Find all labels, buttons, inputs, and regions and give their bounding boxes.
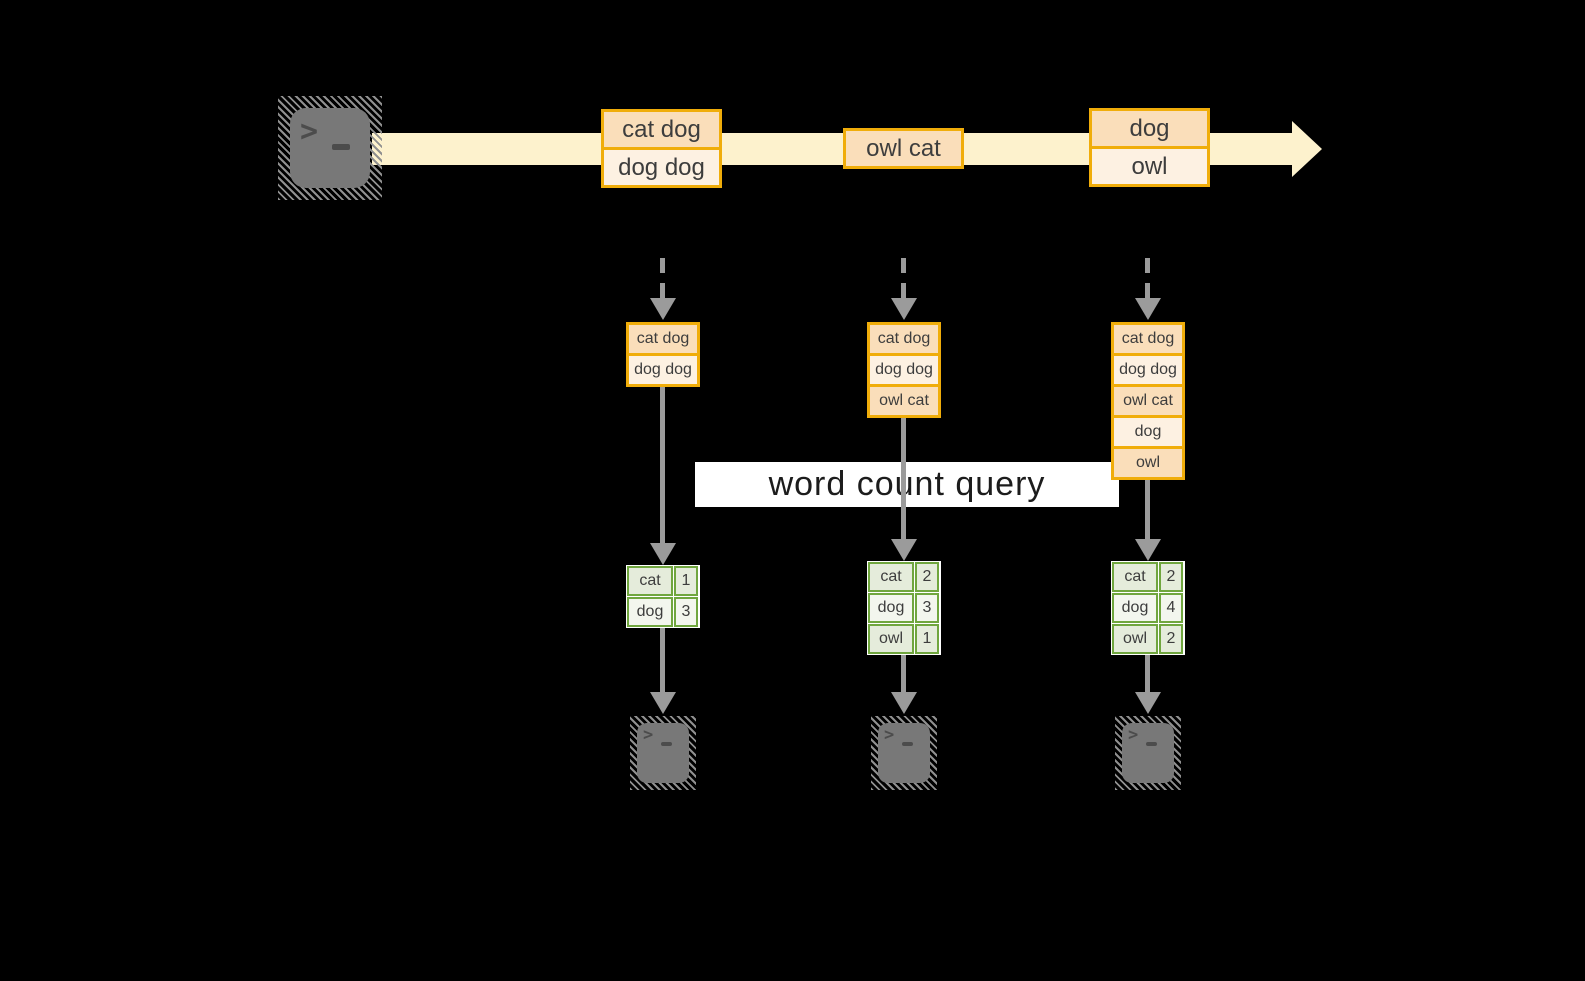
flow-line (660, 385, 665, 545)
prompt-cursor-icon (332, 144, 350, 150)
count-cell: 1 (915, 624, 939, 654)
word-cell: cat (868, 562, 914, 592)
buffer-event: cat dog (1114, 325, 1182, 353)
prompt-cursor-icon (661, 742, 672, 746)
output-terminal-icon: > (871, 716, 937, 790)
prompt-chevron-icon: > (1128, 725, 1139, 745)
word-cell: cat (1112, 562, 1158, 592)
flow-line (1145, 655, 1150, 694)
source-terminal-icon: > (278, 96, 382, 200)
stream-event-group-3: dog owl (1089, 108, 1210, 187)
terminal-body: > (637, 723, 689, 783)
word-count-table-2: cat 2 dog 3 owl 1 (867, 561, 941, 655)
buffer-event: dog dog (629, 353, 697, 384)
terminal-body: > (290, 108, 370, 188)
stream-event-group-1: cat dog dog dog (601, 109, 722, 188)
buffer-event: dog dog (1114, 353, 1182, 384)
buffer-event: owl (1114, 446, 1182, 477)
query-band: word count query (695, 462, 1119, 507)
stream-event-group-2: owl cat (843, 128, 964, 169)
arrowhead-icon (891, 692, 917, 714)
event-buffer-3: cat dog dog dog owl cat dog owl (1111, 322, 1185, 480)
stream-event: owl cat (846, 131, 961, 166)
query-label: word count query (768, 465, 1046, 503)
arrowhead-icon (891, 298, 917, 320)
arrowhead-icon (650, 298, 676, 320)
stream-event: cat dog (604, 112, 719, 147)
output-terminal-icon: > (630, 716, 696, 790)
word-count-table-3: cat 2 dog 4 owl 2 (1111, 561, 1185, 655)
word-cell: owl (868, 624, 914, 654)
event-buffer-2: cat dog dog dog owl cat (867, 322, 941, 418)
buffer-event: owl cat (1114, 384, 1182, 415)
buffer-event: cat dog (870, 325, 938, 353)
word-cell: cat (627, 566, 673, 596)
prompt-chevron-icon: > (643, 725, 654, 745)
arrowhead-icon (891, 539, 917, 561)
prompt-cursor-icon (1146, 742, 1157, 746)
word-cell: owl (1112, 624, 1158, 654)
terminal-body: > (1122, 723, 1174, 783)
stream-event: dog dog (604, 147, 719, 185)
output-terminal-icon: > (1115, 716, 1181, 790)
count-cell: 3 (674, 597, 698, 627)
arrowhead-icon (1135, 692, 1161, 714)
count-cell: 3 (915, 593, 939, 623)
count-cell: 1 (674, 566, 698, 596)
prompt-chevron-icon: > (300, 114, 319, 149)
ingest-dashed-arrow (1145, 258, 1150, 298)
stream-event: owl (1092, 146, 1207, 184)
buffer-event: dog dog (870, 353, 938, 384)
word-cell: dog (1112, 593, 1158, 623)
stream-event: dog (1092, 111, 1207, 146)
count-cell: 2 (1159, 624, 1183, 654)
event-buffer-1: cat dog dog dog (626, 322, 700, 387)
stream-arrowhead-icon (1292, 121, 1322, 177)
ingest-dashed-arrow (660, 258, 665, 298)
buffer-event: owl cat (870, 384, 938, 415)
count-cell: 2 (1159, 562, 1183, 592)
arrowhead-icon (650, 692, 676, 714)
word-count-table-1: cat 1 dog 3 (626, 565, 700, 628)
count-cell: 2 (915, 562, 939, 592)
count-cell: 4 (1159, 593, 1183, 623)
buffer-event: cat dog (629, 325, 697, 353)
ingest-dashed-arrow (901, 258, 906, 298)
terminal-body: > (878, 723, 930, 783)
word-cell: dog (627, 597, 673, 627)
arrowhead-icon (650, 543, 676, 565)
buffer-event: dog (1114, 415, 1182, 446)
flow-line (1145, 478, 1150, 541)
word-cell: dog (868, 593, 914, 623)
arrowhead-icon (1135, 298, 1161, 320)
flow-line (901, 416, 906, 541)
prompt-cursor-icon (902, 742, 913, 746)
arrowhead-icon (1135, 539, 1161, 561)
prompt-chevron-icon: > (884, 725, 895, 745)
flow-line (901, 655, 906, 694)
flow-line (660, 628, 665, 694)
